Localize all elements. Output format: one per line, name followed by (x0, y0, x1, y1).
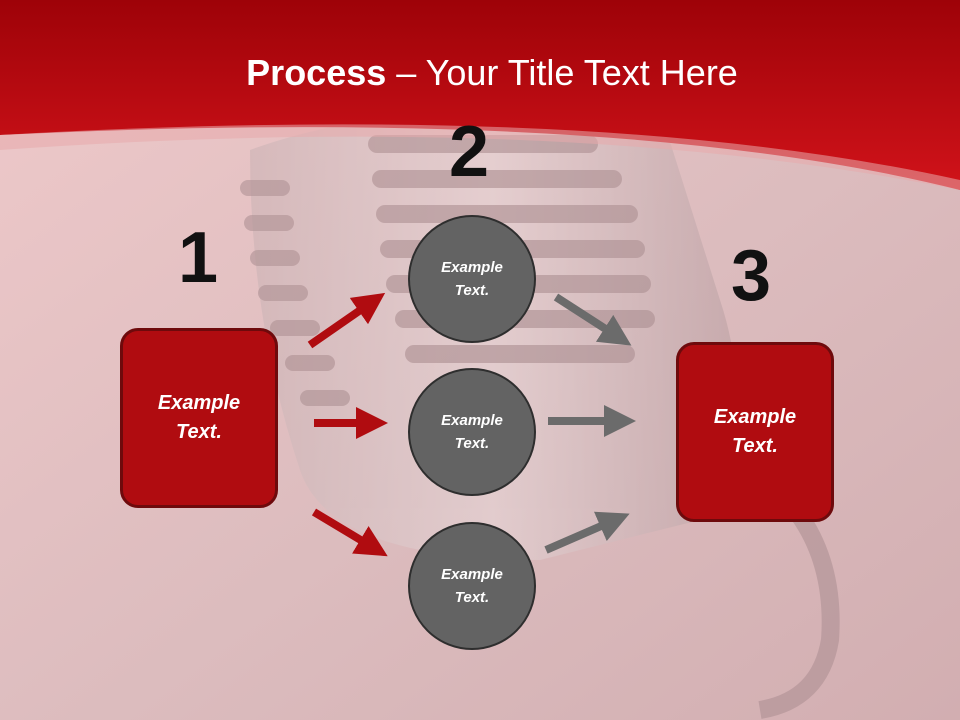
step-number-1: 1 (178, 218, 219, 298)
title-rest: Your Title Text Here (425, 52, 738, 93)
step-number-2: 2 (449, 112, 490, 192)
end-box: Example Text. (676, 342, 834, 522)
title-separator: – (386, 52, 426, 93)
circle-middle: Example Text. (408, 368, 536, 496)
start-box: Example Text. (120, 328, 278, 508)
title-bold: Process (246, 52, 387, 93)
page-title: Process – Your Title Text Here (0, 52, 960, 94)
end-box-text: Example Text. (713, 406, 797, 457)
circle-bottom-text: Example Text. (441, 566, 503, 606)
circle-top: Example Text. (408, 215, 536, 343)
circle-top-text: Example Text. (441, 259, 503, 299)
circle-bottom: Example Text. (408, 522, 536, 650)
start-box-text: Example Text. (157, 392, 241, 443)
step-number-3: 3 (731, 236, 772, 316)
circle-middle-text: Example Text. (441, 412, 503, 452)
